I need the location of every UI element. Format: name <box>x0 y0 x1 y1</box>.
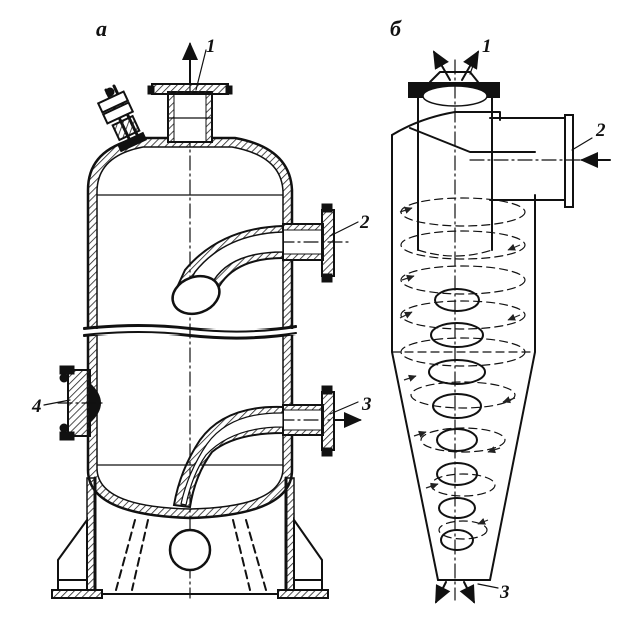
left-label-1: 1 <box>206 36 216 57</box>
top-outlet-nozzle <box>167 91 213 143</box>
left-label-2: 2 <box>359 212 370 233</box>
liquid-outlet-nozzle <box>172 385 362 509</box>
right-label-2: 2 <box>595 120 606 141</box>
right-label-1: 1 <box>482 36 492 57</box>
inner-vortex <box>428 288 486 551</box>
panel-label-a: а <box>96 16 107 41</box>
vortex-arrows <box>399 206 521 525</box>
manhole <box>57 365 105 441</box>
vertical-separator <box>43 42 362 599</box>
support-skirt <box>51 476 329 599</box>
inlet-tube <box>489 117 566 201</box>
panel-label-b: б <box>390 16 402 41</box>
left-label-4: 4 <box>31 396 42 417</box>
left-label-3: 3 <box>361 394 372 415</box>
safety-valve <box>96 84 148 153</box>
cyclone-separator <box>391 50 611 604</box>
cyclone-right-wall <box>489 194 536 581</box>
inlet-nozzle <box>171 203 351 316</box>
right-label-3: 3 <box>499 582 510 603</box>
cyclone-left-wall <box>391 134 439 581</box>
top-flange <box>151 83 229 95</box>
exit-tube <box>417 97 493 251</box>
